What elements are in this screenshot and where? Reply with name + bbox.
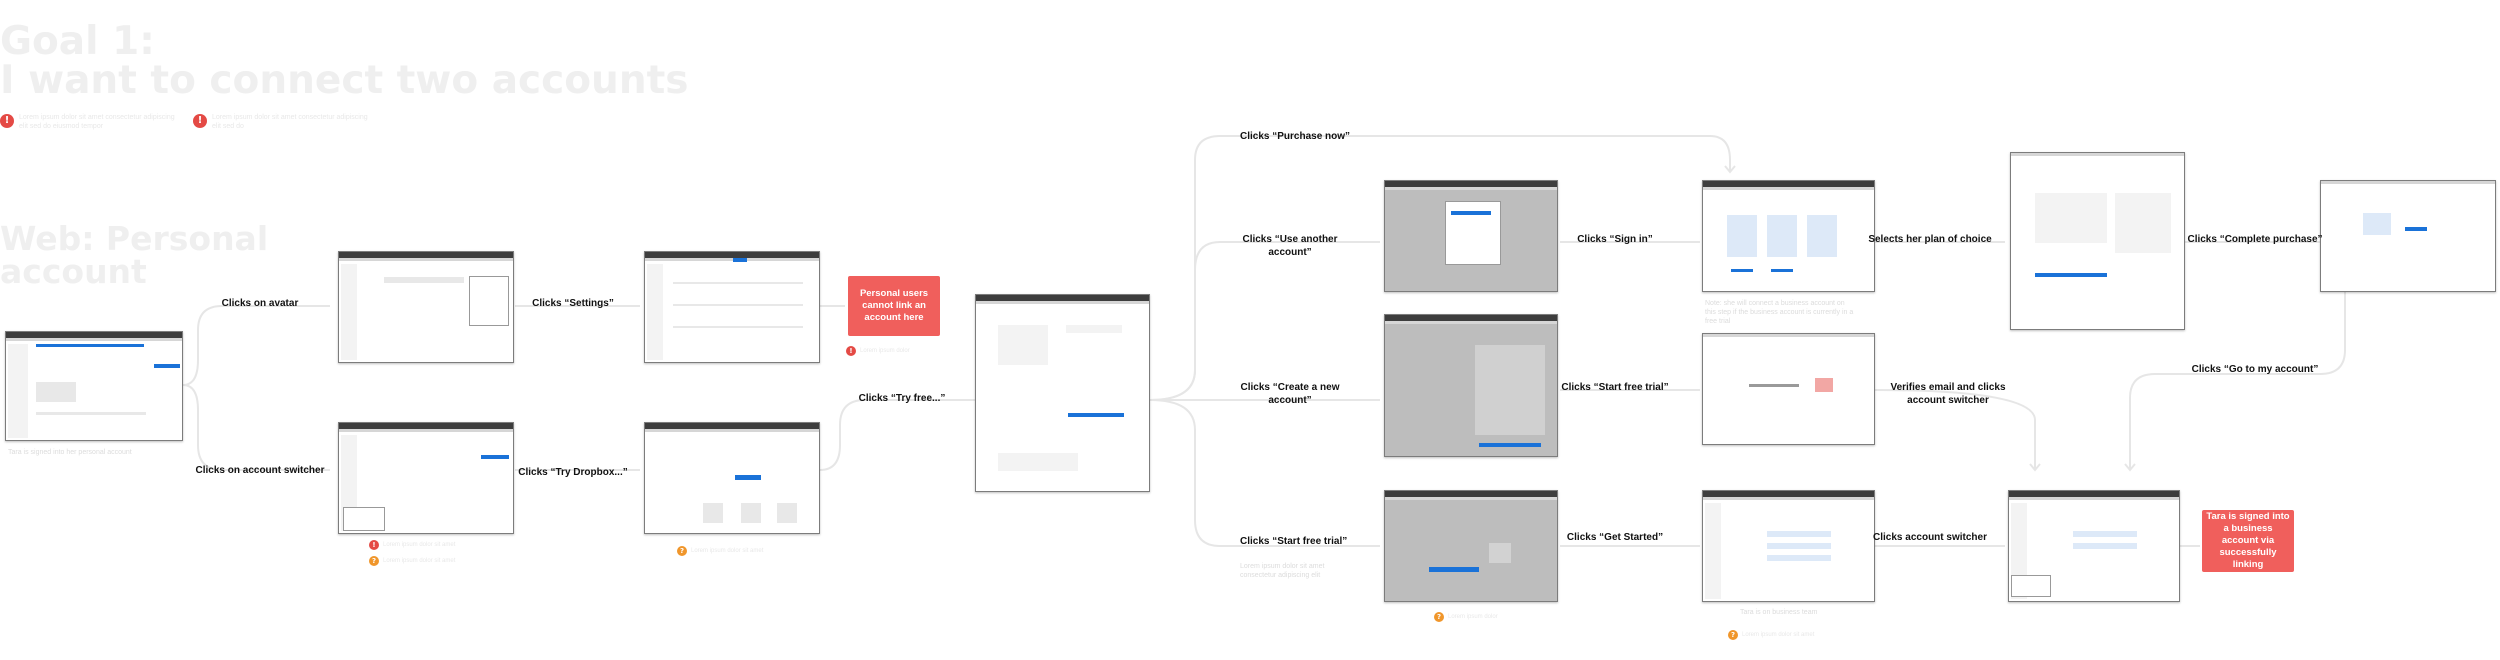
screen-welcome-business[interactable]: [1702, 490, 1875, 602]
connector-start-avatar: [182, 305, 330, 386]
label-clicks-complete-purchase: Clicks “Complete purchase”: [2187, 234, 2323, 245]
connector-business-useanother: [1149, 241, 1380, 401]
top-note-text: Lorem ipsum dolor sit amet consectetur a…: [212, 114, 368, 130]
label-selects-plan: Selects her plan of choice: [1868, 234, 1992, 245]
get-started-caption: Tara is on business team: [1740, 609, 1818, 616]
note-small-text: Lorem ipsum dolor sit amet: [383, 558, 456, 564]
screen-avatar-menu[interactable]: [338, 251, 514, 363]
question-icon: ?: [1434, 612, 1444, 622]
start-trial-caption: Lorem ipsum dolor sit amet consectetur a…: [1240, 563, 1325, 580]
note-small-text: Lorem ipsum dolor sit amet: [691, 548, 764, 554]
top-note-2: ! Lorem ipsum dolor sit amet consectetur…: [193, 114, 368, 132]
error-icon: !: [846, 346, 856, 356]
goal-title: Goal 1: I want to connect two accounts: [0, 22, 688, 100]
screen-settings[interactable]: [644, 251, 820, 363]
goal-title-line-1: Goal 1:: [0, 19, 155, 64]
label-clicks-avatar: Clicks on avatar: [221, 298, 299, 309]
screen-sign-in-plans[interactable]: [1702, 180, 1875, 292]
screen-use-another-account[interactable]: [1384, 180, 1558, 292]
note-small-text: Lorem ipsum dolor: [860, 348, 910, 354]
arrow-head: [1724, 165, 1736, 174]
note-small-text: Lorem ipsum dolor sit amet: [383, 542, 456, 548]
screen-personal-home[interactable]: [5, 331, 183, 441]
label-clicks-start-free-trial-2: Clicks “Start free trial”: [1561, 382, 1669, 393]
label-clicks-get-started: Clicks “Get Started”: [1566, 532, 1664, 543]
label-clicks-account-switcher: Clicks on account switcher: [195, 465, 325, 476]
note-small-text: Lorem ipsum dolor sit amet: [1742, 632, 1815, 638]
top-note-1: ! Lorem ipsum dolor sit amet consectetur…: [0, 114, 175, 132]
label-verifies-email: Verifies email and clicks account switch…: [1890, 382, 2006, 406]
note-small-2: ? Lorem ipsum dolor sit amet: [369, 556, 455, 566]
connector-gotoaccount: [2129, 292, 2346, 470]
label-clicks-settings: Clicks “Settings”: [532, 298, 614, 309]
error-icon: !: [0, 114, 14, 128]
goal-title-line-2: I want to connect two accounts: [0, 58, 689, 103]
screen-try-dropbox[interactable]: [644, 422, 820, 534]
connector-business-starttrial: [1149, 399, 1380, 547]
label-clicks-go-to-account: Clicks “Go to my account”: [2191, 364, 2319, 375]
label-clicks-start-free-trial: Clicks “Start free trial”: [1240, 536, 1348, 547]
question-icon: ?: [369, 556, 379, 566]
arrow-head: [2029, 463, 2041, 472]
callout-tara-signed-in: Tara is signed into a business account v…: [2202, 510, 2294, 572]
note-small-6: ? Lorem ipsum dolor sit amet: [1728, 630, 1814, 640]
section-title-line-1: Web: Personal: [0, 219, 269, 258]
label-clicks-try-free: Clicks “Try free...”: [858, 393, 946, 404]
note-small-5: ? Lorem ipsum dolor: [1434, 612, 1498, 622]
connector-start-switcher: [182, 384, 330, 471]
label-clicks-sign-in: Clicks “Sign in”: [1577, 234, 1653, 245]
screen-purchase-complete[interactable]: [2320, 180, 2496, 292]
screen-purchase[interactable]: [2010, 152, 2185, 330]
section-title-line-2: account: [0, 252, 147, 291]
sign-in-note: Note: she will connect a business accoun…: [1705, 300, 1854, 326]
note-small-1: ! Lorem ipsum dolor sit amet: [369, 540, 455, 550]
arrow-head: [2124, 463, 2136, 472]
label-clicks-purchase-now: Clicks “Purchase now”: [1240, 131, 1351, 142]
section-title: Web: Personal account: [0, 222, 268, 288]
screen-verify-email[interactable]: [1702, 333, 1875, 445]
start-caption: Tara is signed into her personal account: [8, 449, 132, 456]
label-clicks-try-dropbox: Clicks “Try Dropbox...”: [518, 467, 628, 478]
screen-business-account[interactable]: [2008, 490, 2180, 602]
note-small-text: Lorem ipsum dolor: [1448, 614, 1498, 620]
callout-personal-users: Personal users cannot link an account he…: [848, 276, 940, 336]
note-small-3: ! Lorem ipsum dolor: [846, 346, 910, 356]
question-icon: ?: [677, 546, 687, 556]
screen-account-switcher[interactable]: [338, 422, 514, 534]
screen-start-free-trial[interactable]: [1384, 490, 1558, 602]
note-small-4: ? Lorem ipsum dolor sit amet: [677, 546, 763, 556]
label-clicks-create-new: Clicks “Create a new account”: [1240, 382, 1340, 406]
label-clicks-account-switcher-2: Clicks account switcher: [1873, 532, 1987, 543]
error-icon: !: [369, 540, 379, 550]
label-clicks-use-another: Clicks “Use another account”: [1242, 234, 1338, 258]
screen-create-account[interactable]: [1384, 314, 1558, 457]
connector-verifies: [1874, 389, 2036, 470]
error-icon: !: [193, 114, 207, 128]
question-icon: ?: [1728, 630, 1738, 640]
screen-business-signup[interactable]: [975, 294, 1150, 492]
top-note-text: Lorem ipsum dolor sit amet consectetur a…: [19, 114, 175, 130]
connector-trydropbox-business: [819, 399, 975, 471]
